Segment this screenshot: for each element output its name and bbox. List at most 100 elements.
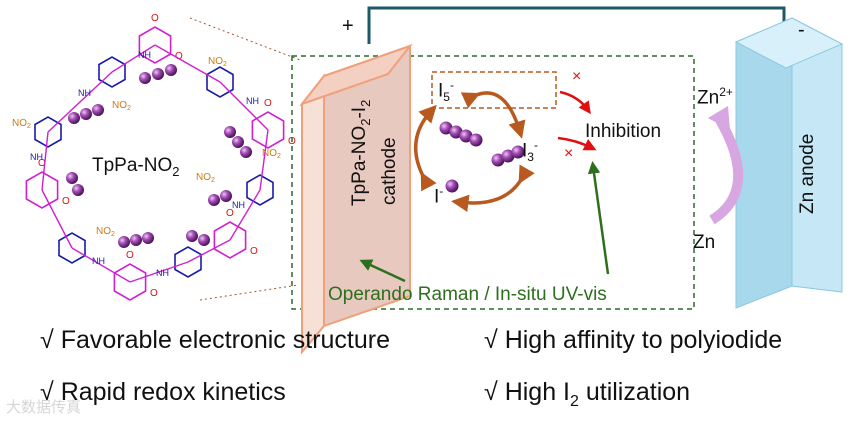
linker-bond <box>219 81 269 131</box>
negative-terminal: - <box>798 19 805 41</box>
iodine-atom <box>208 194 220 206</box>
inhibition-label: Inhibition <box>585 121 662 142</box>
shuttle-inhibition-arrows <box>557 90 597 151</box>
nitro-group-label: NO2 <box>96 226 115 238</box>
iodine-atom <box>118 236 130 248</box>
oxygen-atom-label: O <box>38 158 46 169</box>
oxygen-atom-label: O <box>250 246 258 257</box>
nitro-group-label: NO2 <box>262 148 281 160</box>
iodine-atom <box>445 179 459 193</box>
iodine-atom <box>224 126 236 138</box>
oxygen-atom-label: O <box>151 13 159 24</box>
oxygen-atom-label: O <box>264 98 272 109</box>
phenylene-ring <box>246 174 274 206</box>
feature-redox-kinetics: √ Rapid redox kinetics <box>40 378 286 406</box>
external-circuit-wire <box>367 6 786 48</box>
cathode-material-label: TpPa-NO2-I2 <box>349 99 373 206</box>
anode-slab <box>734 17 844 309</box>
nh-label: NH <box>246 96 259 106</box>
nh-label: NH <box>156 268 169 278</box>
iodine-atom <box>80 108 92 120</box>
iodine-atom <box>511 145 525 159</box>
nh-label: NH <box>232 200 245 210</box>
nitro-group-label: NO2 <box>112 100 131 112</box>
zoom-line-bottom <box>199 284 299 301</box>
iodine-atom <box>92 104 104 116</box>
iodine-atom <box>66 172 78 184</box>
linker-bond <box>154 44 221 83</box>
iodide-label: I- <box>434 184 444 208</box>
nh-label: NH <box>138 50 151 60</box>
iodine-atom <box>72 184 84 196</box>
nitro-group-label: NO2 <box>12 118 31 130</box>
iodine-atom <box>501 149 515 163</box>
linker-bond <box>71 247 131 283</box>
phenylene-ring <box>34 116 62 148</box>
oxygen-atom-label: O <box>226 208 234 219</box>
triformyl-ring <box>251 111 285 149</box>
framework-label: TpPa-NO2 <box>92 155 180 179</box>
characterization-arrows <box>359 161 610 283</box>
zoom-line-top <box>189 17 301 61</box>
oxygen-atom-label: O <box>150 288 158 299</box>
technique-label: Operando Raman / In-situ UV-vis <box>328 284 607 305</box>
block-mark-bottom: × <box>564 145 574 162</box>
linker-bond <box>129 261 189 283</box>
iodine-atom <box>139 72 151 84</box>
triformyl-ring <box>138 26 172 64</box>
nitro-group-label: NO2 <box>208 56 227 68</box>
redox-cycle-arrows <box>413 91 535 213</box>
feature-electronic-structure: √ Favorable electronic structure <box>40 326 390 354</box>
iodine-atom <box>152 68 164 80</box>
linker-bond <box>41 189 73 249</box>
triformyl-ring <box>213 221 247 259</box>
iodine-atom <box>198 234 210 246</box>
zinc-metal-label: Zn <box>693 232 716 253</box>
triiodide-label: I3- <box>522 138 538 165</box>
iodine-atom <box>469 133 483 147</box>
zinc-ion-label: Zn2+ <box>697 85 733 109</box>
cell-region-box <box>291 55 695 310</box>
positive-terminal: + <box>342 15 354 37</box>
phenylene-ring <box>58 232 86 264</box>
iodine-atom <box>220 190 232 202</box>
linker-bond <box>111 44 156 73</box>
iodine-atom <box>68 112 80 124</box>
feature-iodine-utilization: √ High I2 utilization <box>484 378 691 410</box>
iodine-atom <box>130 234 142 246</box>
watermark: 大数据传真 <box>6 399 82 416</box>
cof-framework-structure: OOOOOOOOOONHNHNHNHNHNHNHNO2NO2NO2NO2NO2N… <box>12 13 296 301</box>
cathode-label: cathode <box>379 137 400 205</box>
iodine-atom <box>240 146 252 158</box>
linker-bond <box>229 189 261 241</box>
pentaiodide-label: I5- <box>438 78 454 105</box>
iodine-atom <box>165 64 177 76</box>
cathode-slab <box>299 43 413 355</box>
linker-bond <box>259 129 269 191</box>
iodine-atom <box>232 136 244 148</box>
anode-label: Zn anode <box>797 133 818 214</box>
oxygen-atom-label: O <box>62 196 70 207</box>
nh-label: NH <box>30 152 43 162</box>
iodine-atom <box>439 121 453 135</box>
triformyl-ring <box>25 171 59 209</box>
block-mark-top: × <box>572 68 582 85</box>
linker-bond <box>47 71 113 133</box>
linker-bond <box>187 239 231 263</box>
nh-label: NH <box>78 88 91 98</box>
iodine-atom <box>449 125 463 139</box>
iodine-atom <box>491 153 505 167</box>
iodine-atom <box>186 230 198 242</box>
oxygen-atom-label: O <box>126 250 134 261</box>
oxygen-atom-label: O <box>175 51 183 62</box>
iodine-atom <box>142 232 154 244</box>
iodine-atom <box>459 129 473 143</box>
iodine-species-in-cell <box>439 121 525 193</box>
feature-polyiodide-affinity: √ High affinity to polyiodide <box>484 326 783 354</box>
nh-label: NH <box>92 256 105 266</box>
nitro-group-label: NO2 <box>196 172 215 184</box>
linker-bond <box>41 131 49 191</box>
zinc-plating-arrow <box>708 106 744 225</box>
